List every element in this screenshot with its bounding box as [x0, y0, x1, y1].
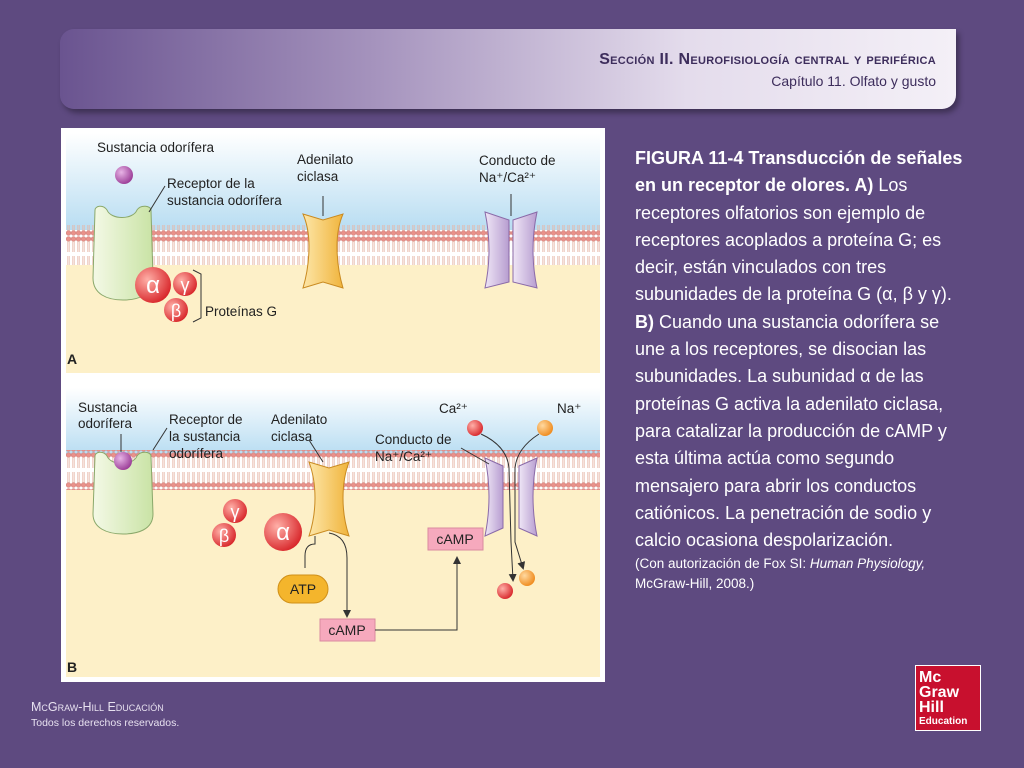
camp-top-label: cAMP	[436, 531, 473, 547]
panel-b-label: B	[67, 659, 77, 675]
footer-rights: Todos los derechos reservados.	[31, 717, 180, 729]
channel-label-a-2: Na⁺/Ca²⁺	[479, 170, 536, 185]
alpha-symbol-a: α	[146, 272, 160, 299]
receptor-label-b-2: la sustancia	[169, 429, 241, 444]
credit-pre: (Con autorización de Fox SI:	[635, 556, 810, 572]
figure-panel: Sustancia odorífera Receptor de la susta…	[61, 128, 605, 682]
gproteins-bracket	[192, 269, 202, 323]
receptor-label-b-3: odorífera	[169, 446, 224, 461]
cation-channel-left-a	[484, 211, 510, 289]
panel-a: Sustancia odorífera Receptor de la susta…	[66, 133, 600, 373]
calcium-ion-inside	[497, 583, 513, 599]
beta-symbol-b: β	[219, 526, 229, 546]
atp-pill	[277, 574, 329, 604]
camp-bottom-label: cAMP	[328, 622, 365, 638]
footer-brand: McGraw-Hill Educación	[31, 700, 164, 714]
cation-channel-right-a	[512, 211, 538, 289]
atp-label: ATP	[290, 581, 316, 597]
odorant-label-b-2: odorífera	[78, 416, 133, 431]
section-title: Sección II. Neurofisiología central y pe…	[599, 51, 936, 68]
odorant-molecule-b	[114, 452, 132, 470]
gamma-symbol-a: γ	[181, 275, 190, 295]
logo-line-1: Mc	[919, 669, 942, 686]
adenylate-label-a-2: ciclasa	[297, 169, 339, 184]
figure-caption: FIGURA 11-4 Transducción de señales en u…	[635, 145, 970, 594]
chapter-title: Capítulo 11. Olfato y gusto	[771, 73, 936, 89]
caption-text-a: Los receptores olfatorios son ejemplo de…	[635, 175, 952, 305]
odorant-molecule-a	[115, 166, 133, 184]
signal-transduction-diagram: Sustancia odorífera Receptor de la susta…	[66, 133, 600, 677]
logo-line-2: Graw	[919, 684, 960, 701]
g-beta-a	[164, 298, 188, 322]
adenylate-label-b-1: Adenilato	[271, 412, 327, 427]
receptor-pointer-a	[148, 185, 166, 213]
receptor-label-b-1: Receptor de	[169, 412, 243, 427]
channel-pointer-b	[460, 447, 490, 465]
sodium-label: Na⁺	[557, 401, 581, 416]
alpha-symbol-b: α	[276, 519, 290, 546]
adenylate-label-a-1: Adenilato	[297, 152, 353, 167]
receptor-label-a-2: sustancia odorífera	[167, 193, 282, 208]
receptor-label-a-1: Receptor de la	[167, 176, 255, 191]
g-alpha-a	[135, 267, 171, 303]
gproteins-label: Proteínas G	[205, 304, 277, 319]
atp-to-camp-arrow	[328, 532, 351, 618]
sodium-flow-arrow	[514, 433, 540, 570]
extracellular-space-b	[66, 388, 600, 455]
panel-a-label: A	[67, 351, 77, 367]
calcium-ion-top	[467, 420, 483, 436]
sodium-ion-inside	[519, 570, 535, 586]
logo-line-3: Hill	[919, 699, 944, 716]
credit-post: McGraw-Hill, 2008.)	[635, 576, 755, 592]
credit-book: Human Physiology,	[809, 556, 926, 572]
g-gamma-a	[173, 272, 197, 296]
adenylate-label-b-2: ciclasa	[271, 429, 313, 444]
cation-channel-right-b	[518, 457, 538, 537]
caption-b-marker: B)	[635, 311, 654, 332]
odorant-receptor-b	[92, 451, 154, 535]
adenylate-cyclase-a	[302, 213, 344, 289]
gamma-symbol-b: γ	[231, 502, 240, 522]
g-beta-b	[212, 523, 236, 547]
atp-connector	[304, 536, 316, 568]
beta-symbol-a: β	[171, 301, 181, 321]
caption-text-b: Cuando una sustancia odorífera se une a …	[635, 311, 947, 551]
adenylate-pointer-b	[308, 439, 324, 463]
calcium-label: Ca²⁺	[439, 401, 468, 416]
channel-label-b-1: Conducto de	[375, 432, 452, 447]
channel-label-a-1: Conducto de	[479, 153, 556, 168]
panel-b: Sustancia odorífera Receptor de la susta…	[66, 388, 600, 677]
caption-credit: (Con autorización de Fox SI: Human Physi…	[635, 554, 970, 594]
odorant-label-a: Sustancia odorífera	[97, 140, 215, 155]
calcium-flow-arrow	[480, 433, 517, 582]
camp-to-channel-arrow	[375, 556, 461, 631]
g-alpha-b	[264, 513, 302, 551]
mcgraw-hill-logo: Mc Graw Hill Education	[915, 665, 981, 731]
g-gamma-b	[223, 499, 247, 523]
logo-line-4: Education	[919, 716, 968, 727]
channel-label-b-2: Na⁺/Ca²⁺	[375, 449, 432, 464]
adenylate-cyclase-b	[308, 461, 350, 537]
caption-title: FIGURA 11-4 Transducción de señales en u…	[635, 148, 963, 196]
receptor-pointer-b	[152, 427, 168, 451]
header-banner: Sección II. Neurofisiología central y pe…	[60, 29, 956, 109]
sodium-ion-top	[537, 420, 553, 436]
cation-channel-left-b	[484, 457, 504, 537]
camp-top-box	[427, 527, 484, 551]
odorant-label-b-1: Sustancia	[78, 400, 138, 415]
